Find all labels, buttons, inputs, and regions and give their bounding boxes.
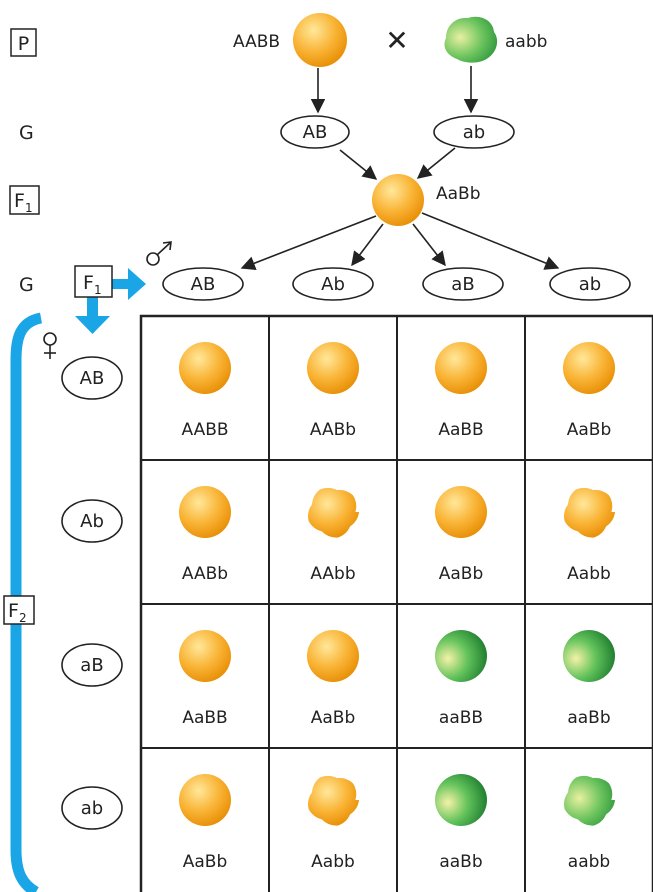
- arrow-gamete-right-to-f1: [416, 147, 456, 179]
- offspring-genotype: AABB: [181, 420, 228, 440]
- offspring-genotype: AABb: [310, 420, 356, 440]
- yellow-wrinkled-seed-icon: [308, 775, 359, 826]
- generation-label-g-parent: G: [19, 122, 34, 144]
- parent-yellow-round-seed: [293, 13, 347, 67]
- punnett-cell: AABb: [179, 486, 231, 584]
- offspring-genotype: AABb: [182, 564, 228, 584]
- punnett-cell: AABb: [307, 342, 359, 440]
- f1-yellow-round-seed: [372, 174, 424, 226]
- offspring-genotype: AaBB: [182, 708, 227, 728]
- arrow-gamete-left-to-f1: [339, 149, 378, 180]
- svg-text:AB: AB: [191, 274, 216, 295]
- male-gamete-2: Ab: [292, 267, 374, 301]
- male-gamete-4: ab: [549, 267, 631, 301]
- parent-gamete-ab-dominant: AB: [280, 115, 350, 149]
- offspring-genotype: AaBb: [311, 708, 356, 728]
- offspring-genotype: aaBB: [439, 708, 483, 728]
- green-round-seed-icon: [435, 630, 487, 682]
- generation-label-g-f1: G: [19, 274, 34, 296]
- svg-text:F1: F1: [14, 190, 33, 215]
- punnett-cell: aaBb: [435, 774, 487, 872]
- offspring-genotype: aabb: [568, 852, 610, 872]
- arrow-f1-to-male-gamete-1: [240, 215, 377, 271]
- offspring-genotype: AaBb: [183, 852, 228, 872]
- yellow-wrinkled-seed-icon: [308, 487, 359, 538]
- green-round-seed-icon: [435, 774, 487, 826]
- yellow-round-seed-icon: [179, 486, 231, 538]
- punnett-cell: aabb: [564, 775, 615, 872]
- green-round-seed-icon: [563, 630, 615, 682]
- punnett-cell: Aabb: [308, 775, 359, 872]
- yellow-round-seed-icon: [563, 342, 615, 394]
- svg-text:AB: AB: [303, 122, 328, 143]
- parent-green-wrinkled-seed: [444, 16, 498, 63]
- offspring-genotype: aaBb: [567, 708, 610, 728]
- offspring-genotype: AaBB: [438, 420, 483, 440]
- blue-arrow-down: [75, 297, 110, 334]
- svg-text:F2: F2: [8, 600, 27, 625]
- punnett-cell: AaBB: [179, 630, 231, 728]
- yellow-round-seed-icon: [179, 342, 231, 394]
- punnett-cell: AaBB: [435, 342, 487, 440]
- punnett-cell: aaBB: [435, 630, 487, 728]
- offspring-genotype: aaBb: [439, 852, 482, 872]
- generation-label-f1: F1: [9, 185, 40, 215]
- male-gamete-3: aB: [422, 267, 504, 301]
- punnett-cell: aaBb: [563, 630, 615, 728]
- female-gamete-3: aB: [61, 643, 123, 687]
- offspring-genotype: AaBb: [439, 564, 484, 584]
- parent-right-genotype: aabb: [505, 32, 547, 52]
- yellow-round-seed-icon: [435, 486, 487, 538]
- female-symbol: [43, 332, 57, 359]
- parent-gamete-ab-recessive: ab: [433, 115, 515, 149]
- yellow-round-seed-icon: [179, 774, 231, 826]
- f1-genotype: AaBb: [436, 184, 481, 204]
- male-gamete-1: AB: [162, 267, 244, 301]
- punnett-cell: AaBb: [179, 774, 231, 872]
- punnett-cell: AaBb: [435, 486, 487, 584]
- svg-text:Ab: Ab: [321, 274, 345, 295]
- svg-text:AB: AB: [80, 368, 105, 389]
- offspring-genotype: AAbb: [310, 564, 355, 584]
- arrow-f1-to-male-gamete-2: [351, 223, 384, 267]
- svg-text:ab: ab: [81, 798, 103, 819]
- parent-left-genotype: AABB: [233, 32, 280, 52]
- female-gamete-1: AB: [61, 356, 123, 400]
- offspring-genotype: AaBb: [567, 420, 612, 440]
- punnett-cell: AABB: [179, 342, 231, 440]
- svg-text:ab: ab: [463, 122, 485, 143]
- male-symbol: [146, 241, 172, 266]
- svg-text:aB: aB: [451, 274, 474, 295]
- f1-box: F1: [74, 265, 113, 298]
- punnett-cell: AaBb: [563, 342, 615, 440]
- punnett-cell: Aabb: [564, 487, 615, 584]
- yellow-round-seed-icon: [435, 342, 487, 394]
- generation-label-f2: F2: [3, 595, 35, 625]
- offspring-genotype: Aabb: [311, 852, 355, 872]
- punnett-cell: AaBb: [307, 630, 359, 728]
- blue-arrow-right: [112, 268, 146, 300]
- svg-text:Ab: Ab: [80, 511, 104, 532]
- yellow-round-seed-icon: [179, 630, 231, 682]
- cross-symbol: ✕: [385, 24, 408, 57]
- arrow-f1-to-male-gamete-4: [421, 212, 560, 270]
- svg-text:aB: aB: [80, 655, 103, 676]
- yellow-wrinkled-seed-icon: [564, 487, 615, 538]
- green-wrinkled-seed-icon: [564, 775, 615, 826]
- svg-text:ab: ab: [579, 274, 601, 295]
- female-gamete-4: ab: [61, 786, 123, 830]
- svg-text:P: P: [18, 33, 29, 55]
- offspring-genotype: Aabb: [567, 564, 611, 584]
- arrow-f1-to-male-gamete-3: [412, 223, 446, 267]
- generation-label-p: P: [10, 28, 37, 57]
- yellow-round-seed-icon: [307, 342, 359, 394]
- punnett-cell: AAbb: [308, 487, 359, 584]
- female-gamete-2: Ab: [61, 499, 123, 543]
- yellow-round-seed-icon: [307, 630, 359, 682]
- svg-text:F1: F1: [83, 272, 102, 297]
